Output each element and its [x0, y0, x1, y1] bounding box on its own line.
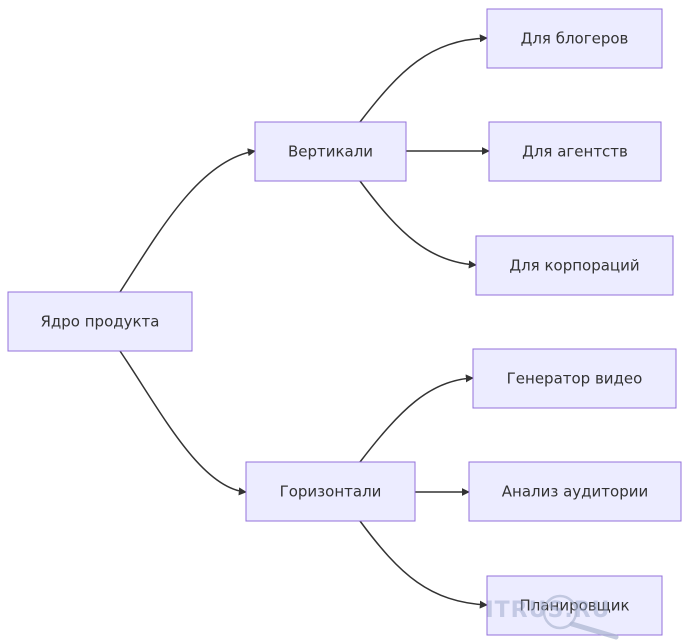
node-verticals-label: Вертикали — [288, 143, 373, 161]
node-video-generator[interactable]: Генератор видео — [472, 348, 677, 409]
node-corporations[interactable]: Для корпораций — [475, 235, 674, 296]
node-core[interactable]: Ядро продукта — [7, 291, 193, 352]
node-agencies-label: Для агентств — [522, 143, 628, 161]
magnifier-icon — [542, 594, 619, 640]
edge-core-verticals — [119, 148, 256, 293]
edge-verticals-corporations — [359, 180, 477, 269]
node-audience-analysis[interactable]: Анализ аудитории — [468, 461, 682, 522]
edges — [119, 34, 490, 609]
edge-verticals-bloggers — [359, 34, 488, 123]
node-video-generator-label: Генератор видео — [507, 370, 643, 388]
watermark: ITRUS.RU — [485, 594, 619, 640]
node-horizontals-label: Горизонтали — [280, 483, 382, 501]
node-bloggers[interactable]: Для блогеров — [486, 8, 663, 69]
node-bloggers-label: Для блогеров — [521, 30, 629, 48]
node-horizontals[interactable]: Горизонтали — [245, 461, 416, 522]
node-agencies[interactable]: Для агентств — [488, 121, 662, 182]
node-core-label: Ядро продукта — [40, 313, 159, 331]
edge-horizontals-planner — [359, 520, 488, 609]
edge-core-horizontals — [119, 350, 247, 496]
node-corporations-label: Для корпораций — [509, 257, 639, 275]
edge-horizontals-video-generator — [359, 374, 474, 463]
node-audience-analysis-label: Анализ аудитории — [502, 483, 648, 501]
node-verticals[interactable]: Вертикали — [254, 121, 407, 182]
